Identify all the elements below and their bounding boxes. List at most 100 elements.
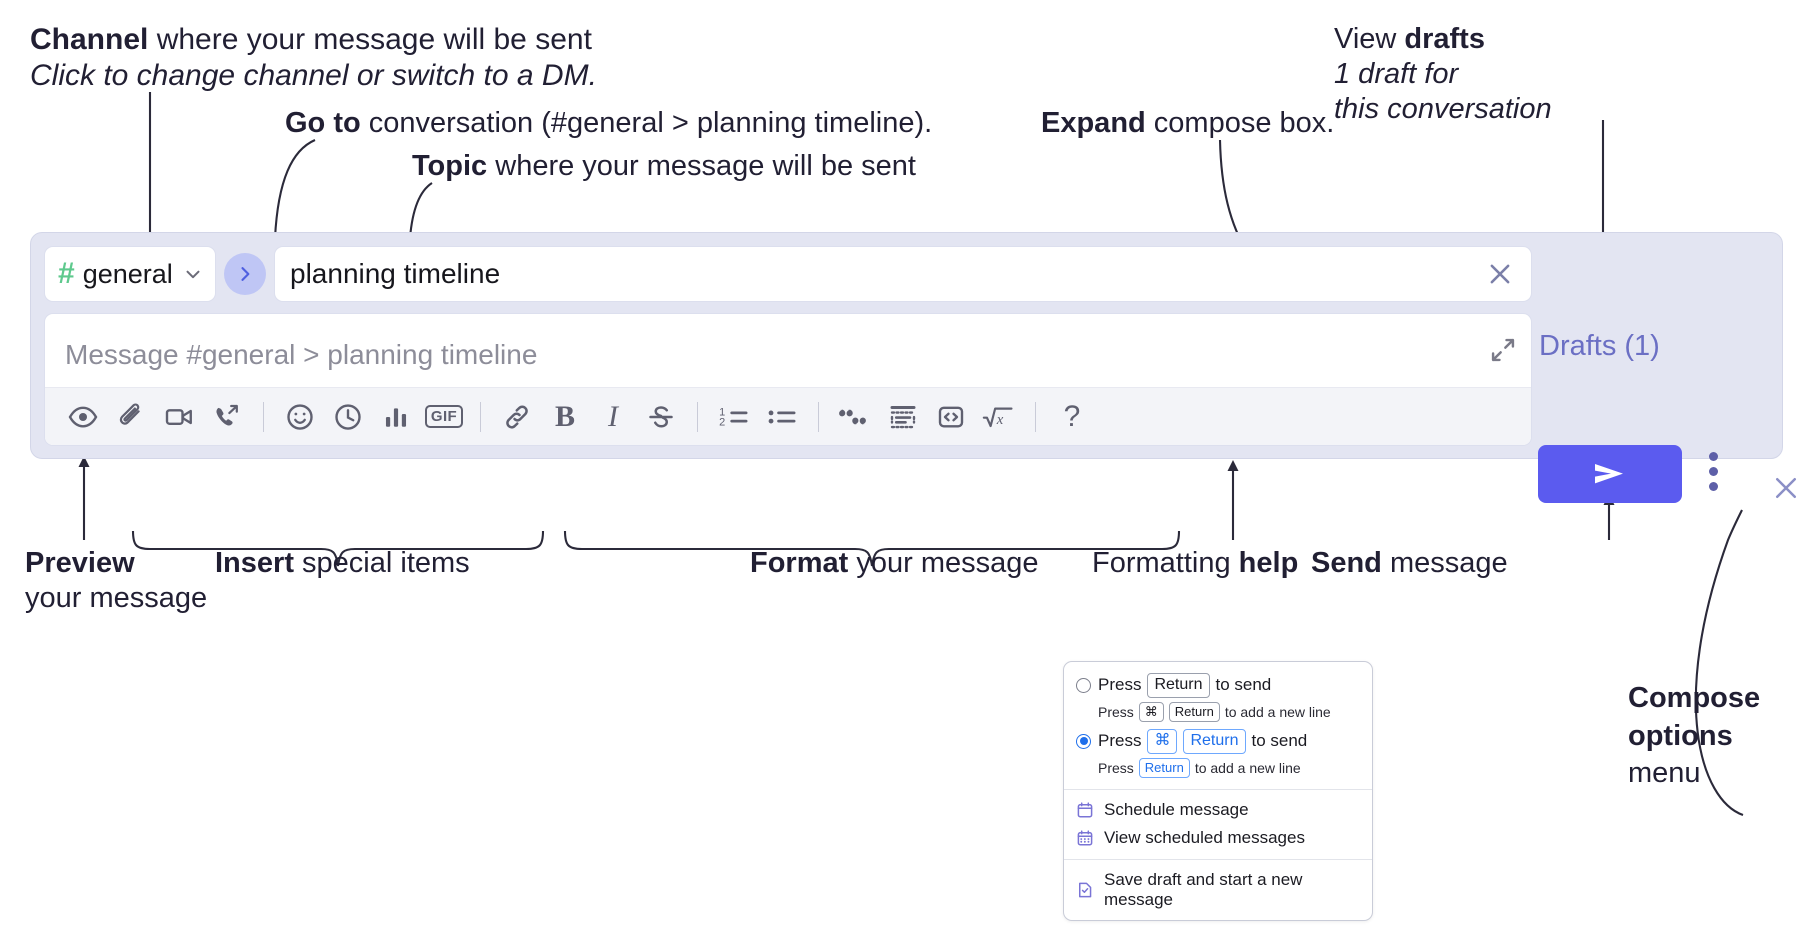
key-return: Return	[1183, 729, 1246, 754]
clear-topic-icon[interactable]	[1485, 259, 1515, 289]
annotation-insert-strong: Insert	[215, 547, 294, 579]
annotation-topic: Topic where your message will be sent	[412, 149, 916, 184]
kebab-dot	[1709, 482, 1718, 491]
annotation-drafts: View drafts 1 draft for this conversatio…	[1334, 22, 1552, 126]
option-cmd-return-sub: Press Return to add a new line	[1098, 757, 1360, 779]
close-composer-button[interactable]	[1771, 473, 1801, 503]
toolbar-divider	[697, 401, 698, 432]
annotation-preview: Preview your message	[25, 546, 255, 616]
gif-label: GIF	[424, 404, 464, 429]
toolbar-divider	[818, 401, 819, 432]
menu-item-view-scheduled-messages[interactable]: View scheduled messages	[1064, 824, 1372, 852]
annotation-format: Format your message	[750, 546, 1039, 581]
toolbar-divider	[1035, 401, 1036, 432]
video-icon[interactable]	[155, 395, 203, 439]
svg-text:x: x	[996, 412, 1004, 428]
menu-item-save-draft[interactable]: Save draft and start a new message	[1064, 866, 1372, 914]
compose-options-menu-button[interactable]	[1709, 452, 1718, 491]
annotation-drafts-strong: drafts	[1404, 23, 1485, 55]
annotation-goto: Go to conversation (#general > planning …	[285, 106, 932, 141]
option-return-sub-post: to add a new line	[1224, 703, 1331, 720]
option-return-main: Press Return to send	[1098, 673, 1271, 698]
radio-cmd-return-to-send[interactable]	[1076, 733, 1091, 749]
bold-label: B	[554, 399, 575, 433]
gif-icon[interactable]: GIF	[420, 395, 468, 439]
code-block-icon[interactable]	[879, 395, 927, 439]
kebab-dot	[1709, 452, 1718, 461]
menu-divider	[1064, 859, 1372, 861]
expand-compose-box-button[interactable]	[1489, 336, 1517, 364]
calendar-list-icon	[1076, 829, 1094, 847]
option-return-pre: Press	[1098, 675, 1142, 695]
annotation-channel: Channel where your message will be sent …	[30, 22, 597, 94]
preview-icon[interactable]	[59, 395, 107, 439]
annotation-insert: Insert special items	[215, 546, 470, 581]
svg-text:2: 2	[719, 416, 725, 428]
annotation-compose-options-line2: options	[1628, 719, 1733, 752]
menu-item-schedule-message[interactable]: Schedule message	[1064, 796, 1372, 824]
annotation-formatting-help: Formatting help	[1092, 546, 1298, 581]
clock-icon[interactable]	[324, 395, 372, 439]
chevron-down-icon	[182, 263, 204, 285]
message-input-placeholder: Message #general > planning timeline	[65, 339, 538, 370]
annotation-preview-strong: Preview	[25, 547, 135, 579]
annotation-format-rest: your message	[848, 547, 1039, 579]
option-return-post: to send	[1215, 675, 1272, 695]
menu-item-label: Save draft and start a new message	[1104, 870, 1303, 910]
option-return-sub: Press ⌘ Return to add a new line	[1098, 701, 1360, 723]
math-icon[interactable]: x	[975, 395, 1023, 439]
blockquote-icon[interactable]	[831, 395, 879, 439]
annotation-goto-strong: Go to	[285, 107, 361, 139]
send-option-cmd-return[interactable]: Press ⌘ Return to send Press Return to a…	[1064, 726, 1372, 782]
message-composer-panel: # general planning timeline M	[30, 232, 1796, 498]
annotation-drafts-italic1: 1 draft for	[1334, 57, 1459, 90]
emoji-icon[interactable]	[276, 395, 324, 439]
channel-selector[interactable]: # general	[44, 246, 216, 302]
annotation-send-strong: Send	[1311, 547, 1382, 579]
annotation-topic-strong: Topic	[412, 150, 488, 182]
italic-icon[interactable]: I	[589, 395, 637, 439]
attachment-icon[interactable]	[107, 395, 155, 439]
option-cmd-return-sub-pre: Press	[1098, 760, 1134, 776]
bulleted-list-icon[interactable]	[758, 395, 806, 439]
annotation-help-lead: Formatting	[1092, 547, 1239, 579]
topic-input-value: planning timeline	[290, 258, 501, 289]
annotation-preview-line2: your message	[25, 581, 208, 614]
option-cmd-return-sub-post: to add a new line	[1194, 760, 1301, 776]
annotation-channel-rest: where your message will be sent	[148, 23, 592, 56]
send-arrow-icon	[1595, 464, 1623, 484]
ordered-list-icon[interactable]: 1 2	[710, 395, 758, 439]
composer-header-row: # general planning timeline	[44, 246, 1532, 302]
annotation-channel-strong: Channel	[30, 23, 149, 56]
menu-item-label: View scheduled messages	[1104, 828, 1305, 848]
link-icon[interactable]	[493, 395, 541, 439]
drafts-link[interactable]: Drafts (1)	[1539, 330, 1660, 362]
help-icon[interactable]: ?	[1048, 395, 1096, 439]
key-return: Return	[1138, 757, 1190, 779]
strikethrough-icon[interactable]	[637, 395, 685, 439]
annotation-send: Send message	[1311, 546, 1508, 581]
message-input-area[interactable]: Message #general > planning timeline	[44, 313, 1532, 446]
calendar-icon	[1076, 801, 1094, 819]
annotation-expand-strong: Expand	[1041, 107, 1146, 139]
radio-return-to-send[interactable]	[1076, 677, 1091, 693]
bold-icon[interactable]: B	[541, 395, 589, 439]
annotation-drafts-lead: View	[1334, 23, 1405, 55]
svg-text:1: 1	[719, 406, 725, 418]
annotation-compose-options-line1: Compose	[1628, 682, 1761, 714]
key-command: ⌘	[1147, 729, 1178, 754]
italic-label: I	[608, 399, 618, 433]
topic-input[interactable]: planning timeline	[274, 246, 1532, 302]
send-option-return[interactable]: Press Return to send Press ⌘ Return to a…	[1064, 670, 1372, 726]
send-message-button[interactable]	[1538, 445, 1682, 503]
annotation-expand-rest: compose box.	[1145, 107, 1335, 139]
audio-call-icon[interactable]	[203, 395, 251, 439]
go-to-conversation-button[interactable]	[224, 253, 266, 295]
option-cmd-return-pre: Press	[1098, 731, 1142, 751]
annotation-expand: Expand compose box.	[1041, 106, 1334, 141]
inline-code-icon[interactable]	[927, 395, 975, 439]
annotation-insert-rest: special items	[293, 547, 470, 579]
poll-icon[interactable]	[372, 395, 420, 439]
menu-item-label: Schedule message	[1104, 800, 1249, 820]
